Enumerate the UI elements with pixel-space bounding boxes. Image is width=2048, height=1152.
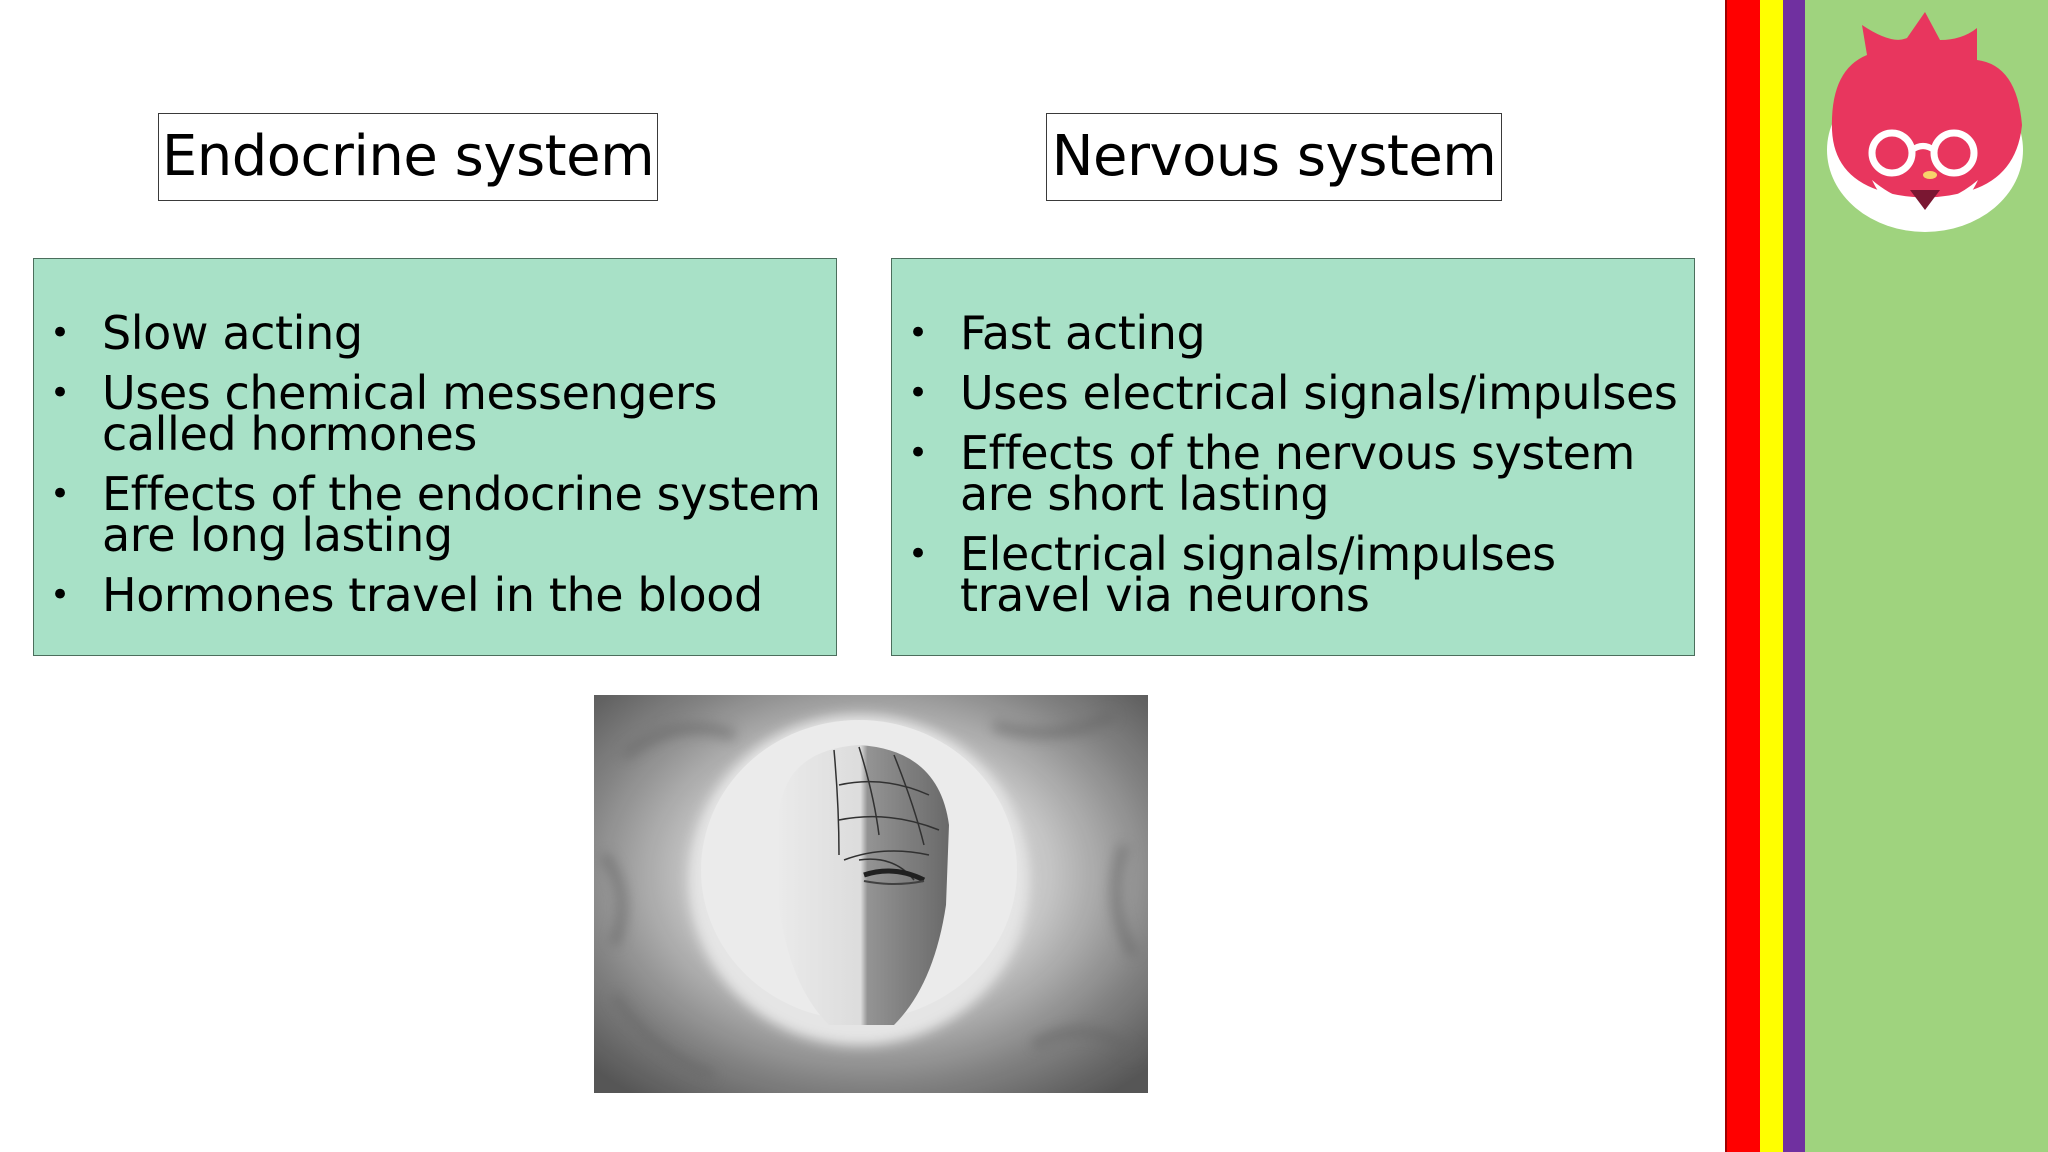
endocrine-title: Endocrine system — [158, 113, 658, 201]
bullet-item: Slow acting — [48, 310, 822, 356]
nervous-facts-box: Fast acting Uses electrical signals/impu… — [891, 258, 1695, 656]
endocrine-facts-box: Slow acting Uses chemical messengers cal… — [33, 258, 837, 656]
bullet-item: Electrical signals/impulses travel via n… — [906, 531, 1640, 618]
nervous-bullet-list: Fast acting Uses electrical signals/impu… — [906, 310, 1680, 618]
bullet-item: Effects of the nervous system are short … — [906, 430, 1680, 517]
bullet-item: Hormones travel in the blood — [48, 572, 822, 618]
bullet-item: Uses chemical messengers called hormones — [48, 370, 802, 457]
red-stripe — [1725, 0, 1760, 1152]
bullet-item: Effects of the endocrine system are long… — [48, 471, 822, 558]
endocrine-bullet-list: Slow acting Uses chemical messengers cal… — [48, 310, 822, 618]
bullet-item: Uses electrical signals/impulses — [906, 370, 1680, 416]
flame-mascot-logo-icon — [1812, 10, 2038, 236]
bullet-item: Fast acting — [906, 310, 1680, 356]
yellow-stripe — [1760, 0, 1783, 1152]
nervous-title: Nervous system — [1046, 113, 1502, 201]
purple-stripe — [1783, 0, 1805, 1152]
phrenology-head-photo — [594, 695, 1148, 1093]
